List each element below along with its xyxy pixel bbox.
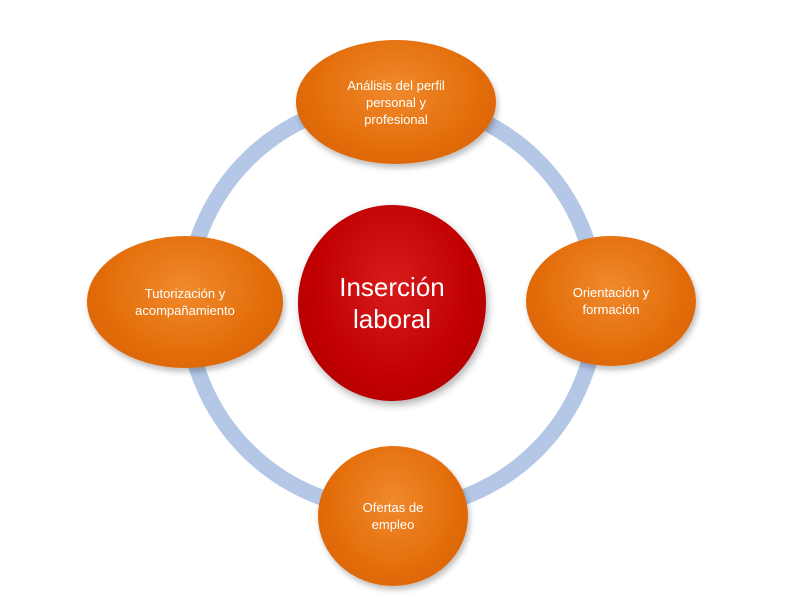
node-bottom-label: Ofertas de empleo [362,500,424,532]
node-right-label: Orientación y formación [572,285,650,317]
node-left-label: Tutorización y acompañamiento [135,286,235,318]
node-top-label: Análisis del perfil personal y profesion… [347,77,445,127]
node-center-job-insertion: Inserción laboral [298,205,486,401]
node-top-profile-analysis: Análisis del perfil personal y profesion… [296,40,496,164]
node-bottom-job-offers: Ofertas de empleo [318,446,468,586]
node-center-label: Inserción laboral [339,272,445,334]
node-left-tutoring: Tutorización y acompañamiento [87,236,283,368]
node-right-orientation-training: Orientación y formación [526,236,696,366]
